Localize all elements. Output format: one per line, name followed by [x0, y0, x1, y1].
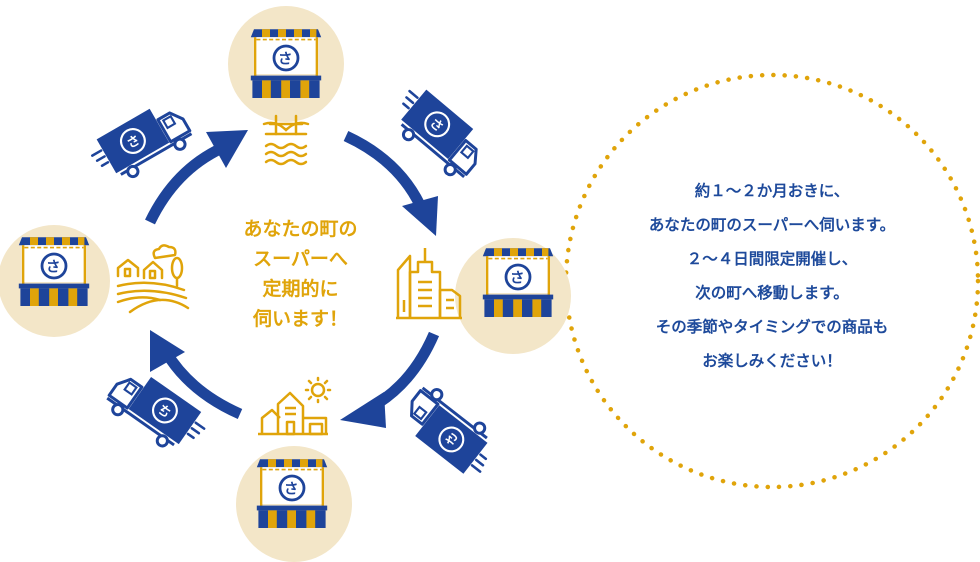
cycle-arrow-bottom-to-left	[150, 330, 243, 420]
countryside-icon	[116, 244, 190, 314]
center-message-line: 伺います！	[252, 308, 348, 330]
cycle-arrow-left-to-top	[145, 130, 248, 225]
city-buildings-icon	[396, 248, 462, 320]
market-stall-icon-left	[17, 235, 91, 308]
center-message-line: 定期的に	[262, 278, 339, 300]
house-sun-icon	[258, 376, 332, 436]
bridge-icon	[262, 114, 310, 166]
center-message: あなたの町の スーパーへ 定期的に 伺います！	[218, 214, 383, 334]
info-line: ２～４日間限定開催し、	[686, 250, 858, 268]
info-line: お楽しみください！	[702, 352, 842, 370]
info-bubble-outline	[563, 72, 980, 490]
market-stall-icon-right	[481, 246, 555, 319]
market-stall-icon-bottom	[255, 457, 329, 530]
truck-icon-bottom-left	[100, 361, 213, 463]
cycle-arrow-right-to-bottom	[340, 331, 440, 428]
center-message-line: あなたの町の	[243, 218, 358, 240]
info-bubble-text: 約１～２か月おきに、 あなたの町のスーパーへ伺います。 ２～４日間限定開催し、 …	[582, 174, 962, 378]
market-stall-icon-top	[249, 27, 323, 100]
info-line: 次の町へ移動します。	[695, 284, 849, 302]
info-line: あなたの町のスーパーへ伺います。	[648, 216, 896, 234]
info-line: 約１～２か月おきに、	[694, 182, 850, 200]
info-line: その季節やタイミングでの商品も	[655, 318, 889, 336]
cycle-arrow-top-to-right	[343, 131, 438, 236]
center-message-line: スーパーへ	[253, 248, 348, 270]
truck-icon-bottom-right	[394, 379, 506, 483]
